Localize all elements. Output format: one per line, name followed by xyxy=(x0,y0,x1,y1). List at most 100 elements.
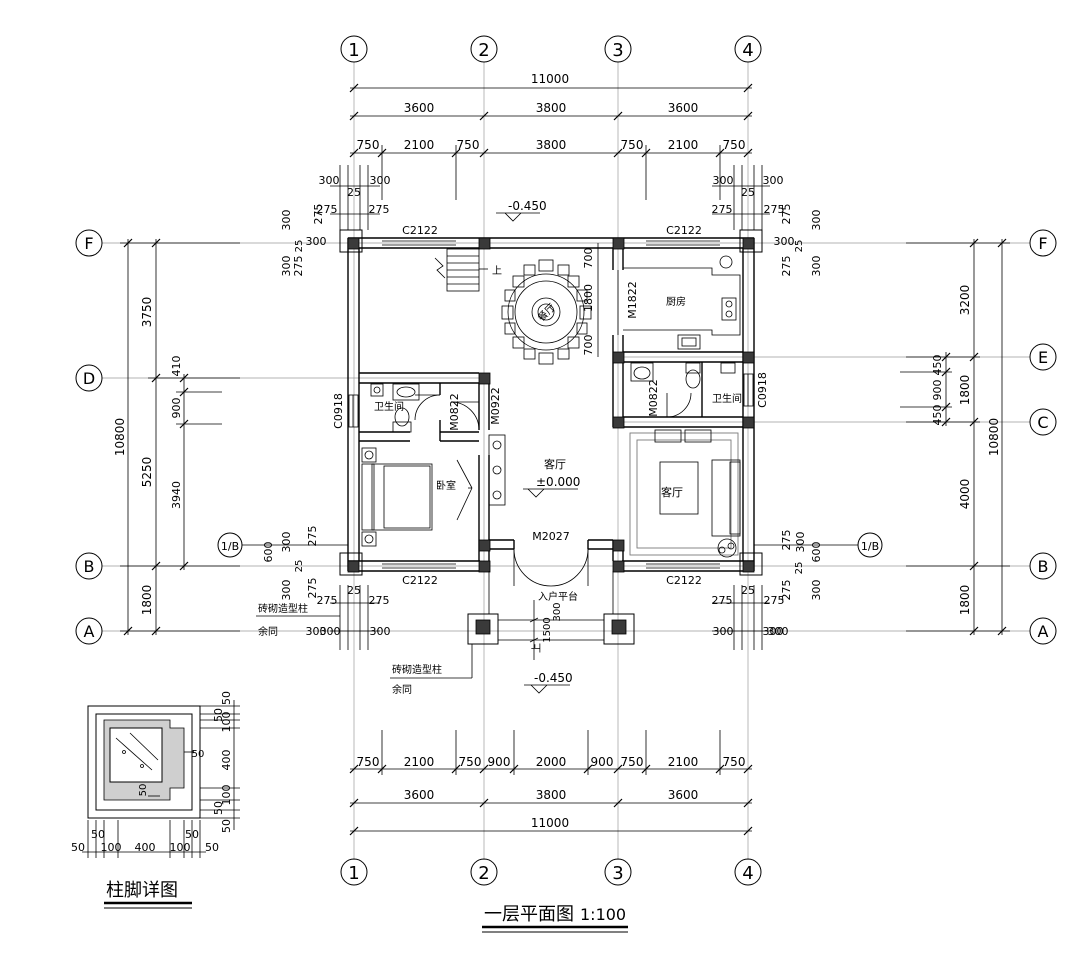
label-dim-300-right: 300 xyxy=(768,625,789,638)
dim-tl-300-b: 300 xyxy=(370,174,391,187)
dim-left-total: 10800 xyxy=(113,418,127,456)
dims-bottom: 750 2100 750 900 2000 900 750 2100 750 3… xyxy=(317,584,785,836)
detail-dim-inner-2: 50 xyxy=(138,784,149,797)
dim-rb-25: 25 xyxy=(794,562,805,575)
dim-left-inner-3: 3940 xyxy=(170,481,183,509)
plan-title: 一层平面图 1:100 xyxy=(482,904,628,933)
label-dim-entry-300: 300 xyxy=(552,602,563,621)
detail-dim-b-3: 100 xyxy=(101,841,122,854)
dim-rb-300-a: 300 xyxy=(794,532,807,553)
dim-bl-300-a: 300 xyxy=(320,625,341,638)
dim-tl-275-b: 275 xyxy=(369,203,390,216)
dim-br-300-b: 300 xyxy=(763,625,784,638)
dim-top-bay-3: 3600 xyxy=(668,101,699,115)
label-dim-700-b: 700 xyxy=(582,335,595,356)
detail-dim-b-2: 50 xyxy=(91,828,105,841)
label-level-bottom: -0.450 xyxy=(534,671,573,685)
axis-F-right: F xyxy=(1038,234,1047,253)
annotation-labels: C2122 C2122 C2122 C2122 M1822 M0822 M092… xyxy=(256,199,795,696)
axis-A-right: A xyxy=(1038,622,1049,641)
dim-bottom-seg-6: 900 xyxy=(591,755,614,769)
note-column-a1: 砖砌造型柱 xyxy=(258,602,308,615)
label-level-top: -0.450 xyxy=(508,199,547,213)
dim-top-seg-7: 750 xyxy=(723,138,746,152)
detail-dim-r-3: 100 xyxy=(220,712,233,733)
dim-rb-300-b: 300 xyxy=(810,580,823,601)
dim-right-total: 10800 xyxy=(987,418,1001,456)
dim-br-275-b: 275 xyxy=(764,594,785,607)
room-labels: 餐厅 厨房 卫生间 卫生间 客厅 客厅 卧室 入户平台 xyxy=(374,295,742,603)
dim-lf-275-a: 275 xyxy=(312,204,325,225)
dims-left: 10800 3750 5250 1800 410 900 3940 300 27… xyxy=(113,204,325,636)
tv-cabinet xyxy=(488,434,506,506)
dim-left-inner-1: 410 xyxy=(170,356,183,377)
room-entry: 入户平台 xyxy=(538,590,578,603)
axis-2-bottom: 2 xyxy=(478,863,489,884)
dim-lf-25: 25 xyxy=(294,240,305,253)
bedroom-furniture xyxy=(361,447,473,547)
dim-tl-275-a: 275 xyxy=(317,203,338,216)
dim-right-span-1: 3200 xyxy=(958,285,972,316)
dim-left-span-3: 1800 xyxy=(140,585,154,616)
label-door-bath-right: M0822 xyxy=(647,379,660,417)
axis-3-top: 3 xyxy=(612,40,623,61)
dim-left-span-1: 3750 xyxy=(140,297,154,328)
dim-rb-275-b: 275 xyxy=(780,580,793,601)
dim-right-span-4: 1800 xyxy=(958,585,972,616)
dim-rf-300-b: 300 xyxy=(810,256,823,277)
dim-tl-25: 25 xyxy=(347,186,361,199)
dim-lb-25: 25 xyxy=(294,560,305,573)
dim-lf-275-b: 275 xyxy=(292,256,305,277)
axis-bubbles-right: F E C B A 1/B xyxy=(754,229,1057,645)
dim-right-inner-3: 450 xyxy=(931,405,944,426)
label-level-living: ±0.000 xyxy=(536,475,580,489)
axis-1-bottom: 1 xyxy=(348,863,359,884)
label-dim-300-right-top: 300 xyxy=(774,235,795,248)
dim-tr-300-a: 300 xyxy=(713,174,734,187)
dim-top-seg-6: 2100 xyxy=(668,138,699,152)
label-window-top-right: C2122 xyxy=(666,224,702,237)
kitchen-fixtures xyxy=(623,255,741,350)
dim-top-seg-1: 750 xyxy=(357,138,380,152)
dim-top-seg-3: 750 xyxy=(457,138,480,152)
label-dim-1800: 1800 xyxy=(582,284,595,312)
note-column-b2: 余同 xyxy=(392,683,412,696)
detail-dim-r-2: 50 xyxy=(212,708,225,722)
dim-bottom-seg-5: 2000 xyxy=(536,755,567,769)
living-room-right xyxy=(629,429,741,558)
dim-tr-275-b: 275 xyxy=(764,203,785,216)
dim-bottom-seg-8: 2100 xyxy=(668,755,699,769)
axis-2-top: 2 xyxy=(478,40,489,61)
detail-title: 柱脚详图 xyxy=(106,880,178,901)
dim-top-seg-5: 750 xyxy=(621,138,644,152)
room-kitchen: 厨房 xyxy=(666,295,686,308)
dim-br-25: 25 xyxy=(741,584,755,597)
dim-bottom-seg-2: 2100 xyxy=(404,755,435,769)
dim-left-span-2: 5250 xyxy=(140,457,154,488)
dim-right-inner-2: 900 xyxy=(931,380,944,401)
axis-F-left: F xyxy=(84,234,93,253)
axis-4-top: 4 xyxy=(742,40,753,61)
dim-rb-600: 600 xyxy=(810,542,823,563)
dim-bottom-seg-1: 750 xyxy=(357,755,380,769)
label-door-main: M2027 xyxy=(532,530,570,543)
dim-bl-275-a: 275 xyxy=(317,594,338,607)
windows xyxy=(348,240,754,569)
label-dim-700-a: 700 xyxy=(582,248,595,269)
label-window-bath-right: C0918 xyxy=(756,372,769,408)
walls xyxy=(347,237,755,572)
dim-bl-25: 25 xyxy=(347,584,361,597)
room-living-right: 客厅 xyxy=(661,485,683,499)
detail-dim-r-4: 400 xyxy=(220,750,233,771)
dim-rf-300-a: 300 xyxy=(810,210,823,231)
axis-bubbles-left: F D B A 1/B xyxy=(75,229,348,645)
detail-dim-inner-1: 50 xyxy=(192,749,205,760)
doors xyxy=(414,270,692,587)
dim-lb-600: 600 xyxy=(262,542,275,563)
dim-lb-300-a: 300 xyxy=(280,532,293,553)
note-column-b1: 砖砌造型柱 xyxy=(392,663,442,676)
title-scale: 1:100 xyxy=(580,905,626,924)
label-window-bottom-left: C2122 xyxy=(402,574,438,587)
dim-bl-275-b: 275 xyxy=(369,594,390,607)
